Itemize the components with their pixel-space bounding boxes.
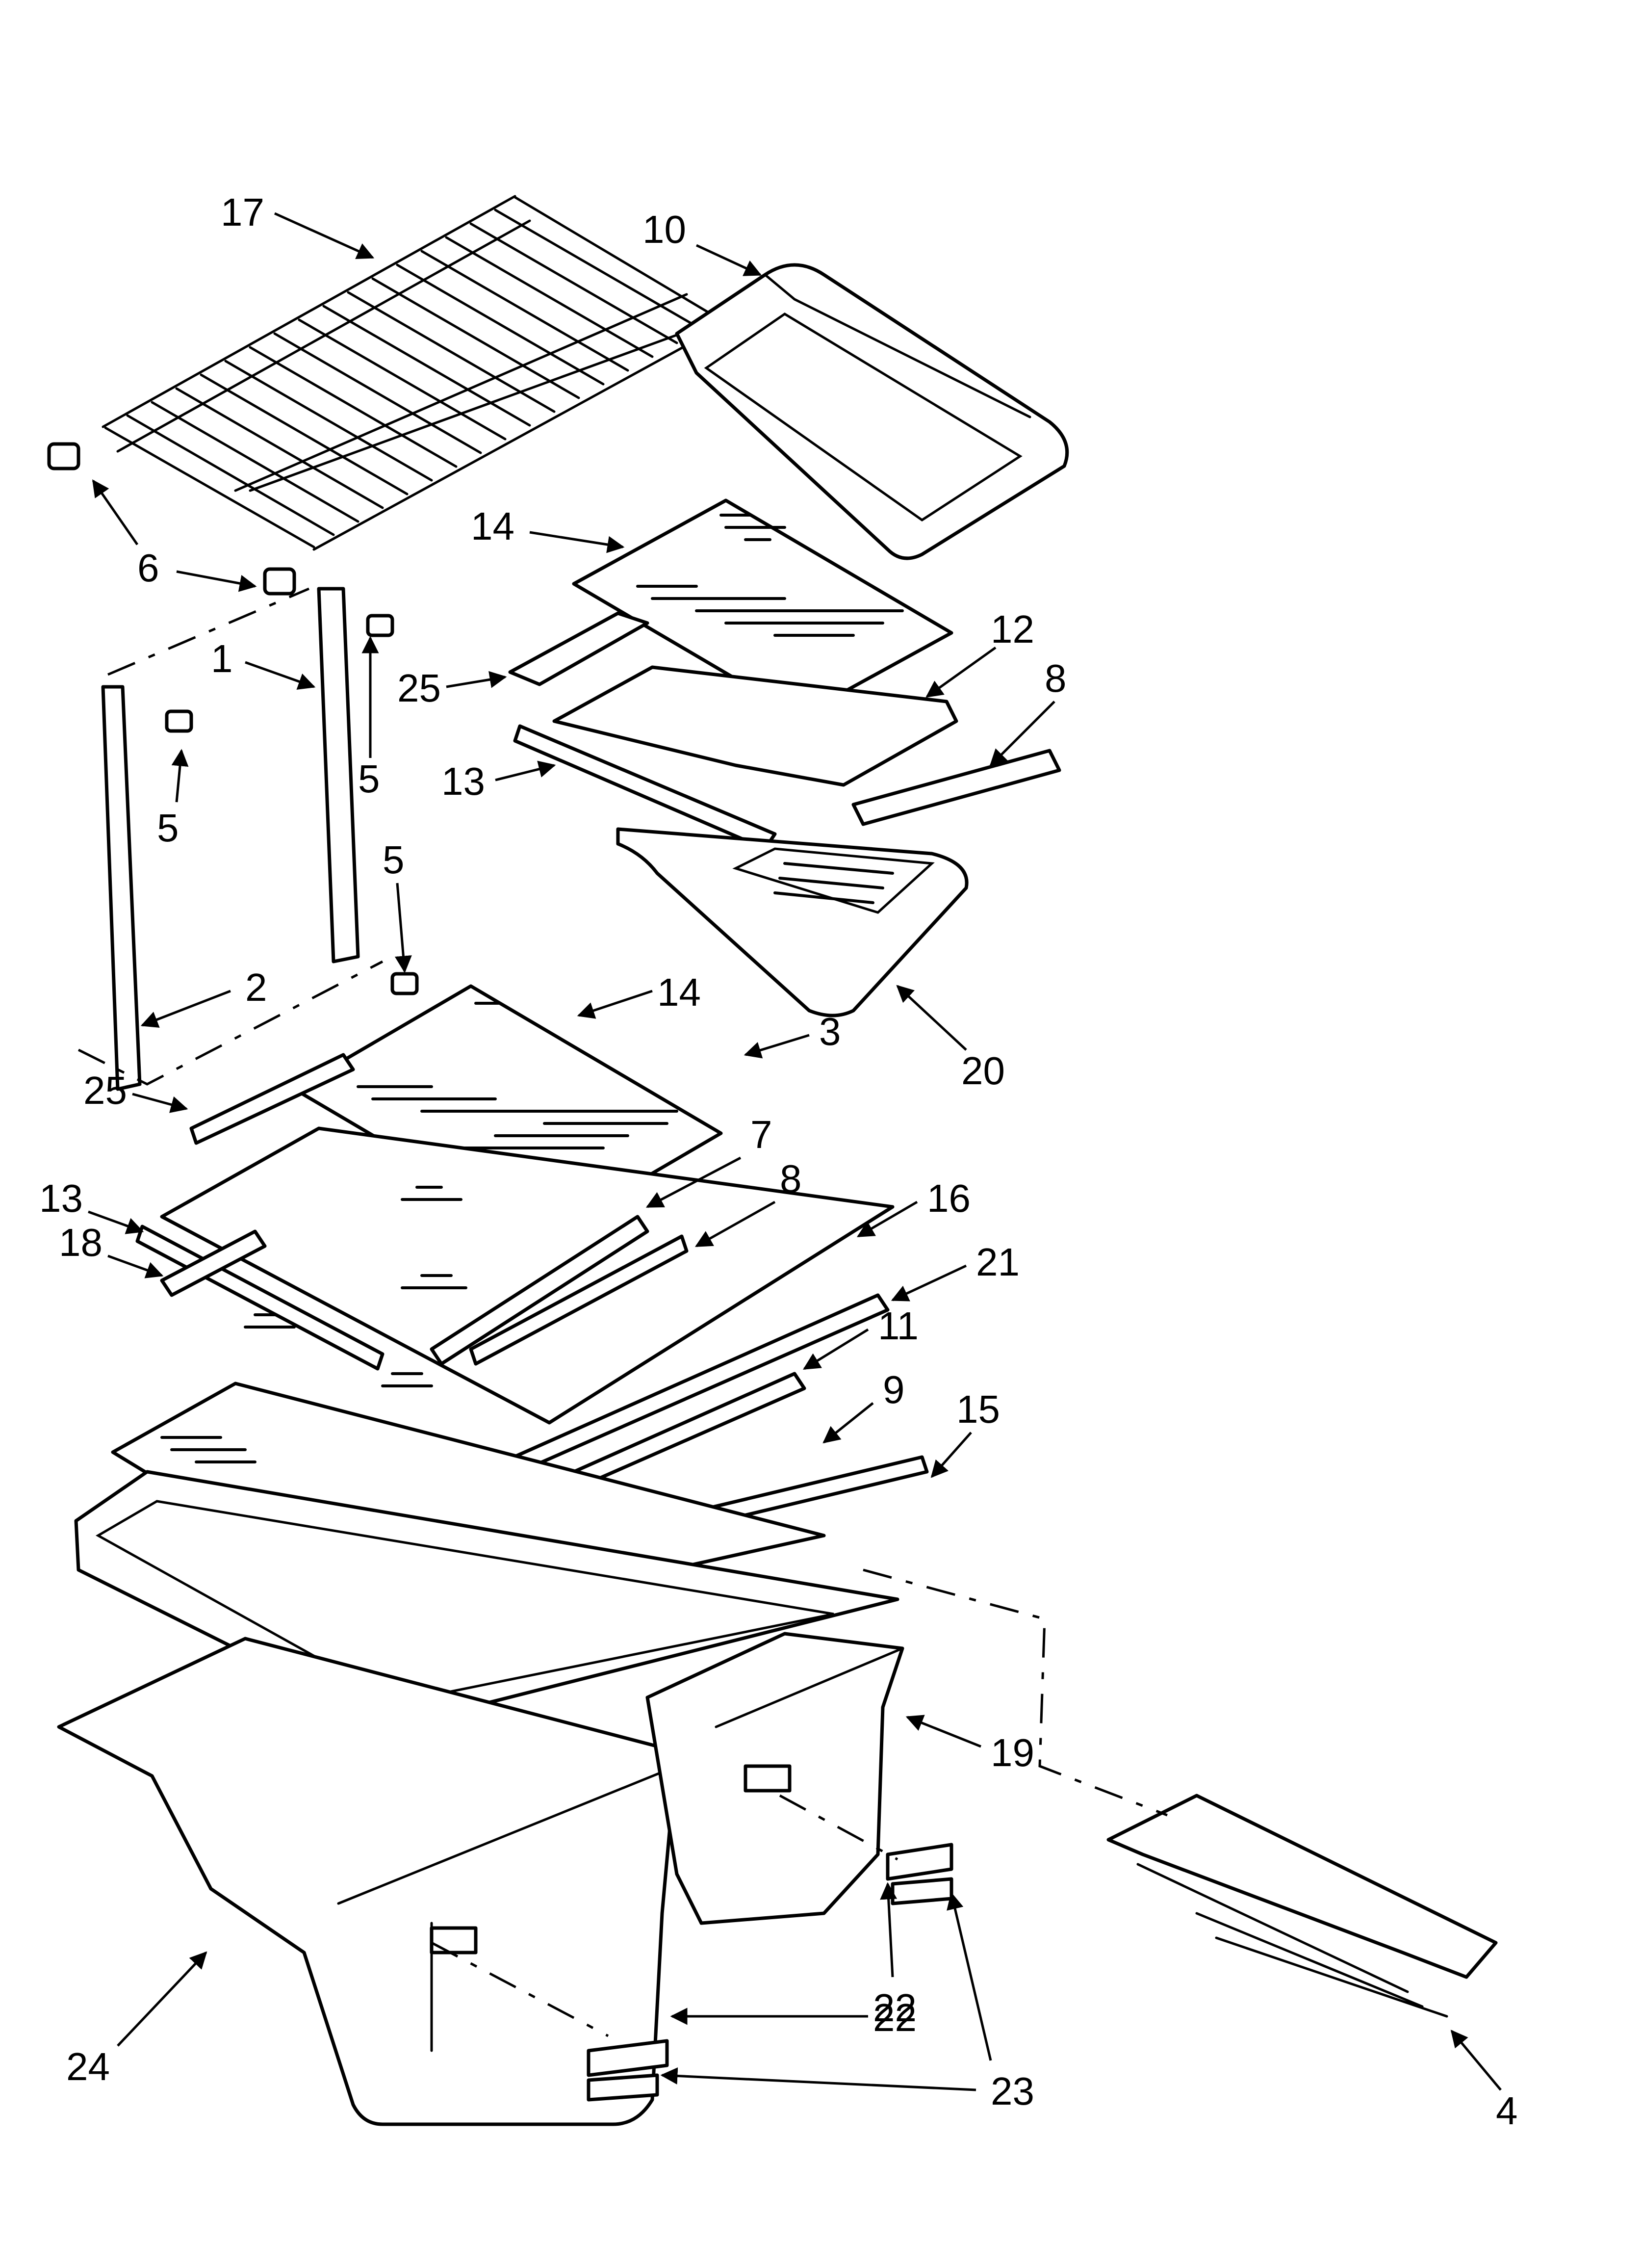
- callout-21: 21: [976, 1240, 1020, 1284]
- callout-24: 24: [66, 2045, 110, 2088]
- upper-crisper-drawer: [616, 827, 969, 1017]
- middle-shelf-frame: [160, 1126, 895, 1425]
- callout-18: 18: [59, 1221, 103, 1264]
- callout-7: 7: [750, 1113, 772, 1156]
- upper-glass-shelf: [572, 498, 953, 718]
- callout-16: 16: [927, 1176, 971, 1220]
- callout-15: 15: [956, 1387, 1000, 1431]
- callout-10: 10: [642, 208, 686, 251]
- callout-8-middle: 8: [780, 1157, 802, 1200]
- callout-5-right-rail: 5: [358, 757, 380, 801]
- wire-shelf: [102, 195, 727, 551]
- callout-14-middle: 14: [657, 970, 701, 1014]
- callout-19: 19: [991, 1731, 1034, 1774]
- left-crisper-bin: [57, 1637, 679, 2126]
- callouts: 17 10 6 14 1 25 12 8 5 5 13 5 2 14 3 20: [39, 190, 1518, 2133]
- storage-bin: [675, 263, 1069, 560]
- screws: [165, 614, 419, 995]
- bin-slides: [587, 1843, 953, 2102]
- crisper-cover-bracket: [1106, 1794, 1498, 2018]
- upper-crisper-frame: [508, 611, 1061, 851]
- shelf-support-pins: [47, 442, 296, 596]
- right-shelf-rail: [317, 587, 360, 964]
- callout-17: 17: [221, 190, 264, 234]
- callout-25-upper: 25: [397, 666, 441, 710]
- callout-25-middle: 25: [83, 1069, 127, 1112]
- callout-13-upper: 13: [441, 759, 485, 803]
- callout-3: 3: [819, 1010, 841, 1053]
- callout-23: 23: [991, 2069, 1034, 2113]
- callout-11: 11: [878, 1304, 919, 1348]
- callout-22-left: 22: [873, 1996, 917, 2039]
- left-shelf-rail: [101, 685, 142, 1091]
- callout-4: 4: [1496, 2089, 1518, 2133]
- callout-14-upper: 14: [471, 504, 514, 548]
- callout-9: 9: [883, 1368, 905, 1411]
- callout-6: 6: [137, 546, 159, 590]
- callout-5-lower-screw: 5: [383, 838, 405, 882]
- callout-5-left-rail: 5: [157, 806, 179, 850]
- right-crisper-bin: [645, 1632, 904, 1925]
- callout-12: 12: [991, 607, 1034, 651]
- callout-1: 1: [211, 637, 233, 680]
- callout-20: 20: [961, 1049, 1005, 1093]
- callout-8-upper: 8: [1045, 656, 1067, 700]
- callout-13-middle: 13: [39, 1176, 83, 1220]
- callout-2: 2: [245, 965, 267, 1009]
- front-trim-strips: [135, 1053, 689, 1371]
- callout-22-right: 22: [873, 1986, 917, 2030]
- alignment-lines: [77, 587, 1168, 2037]
